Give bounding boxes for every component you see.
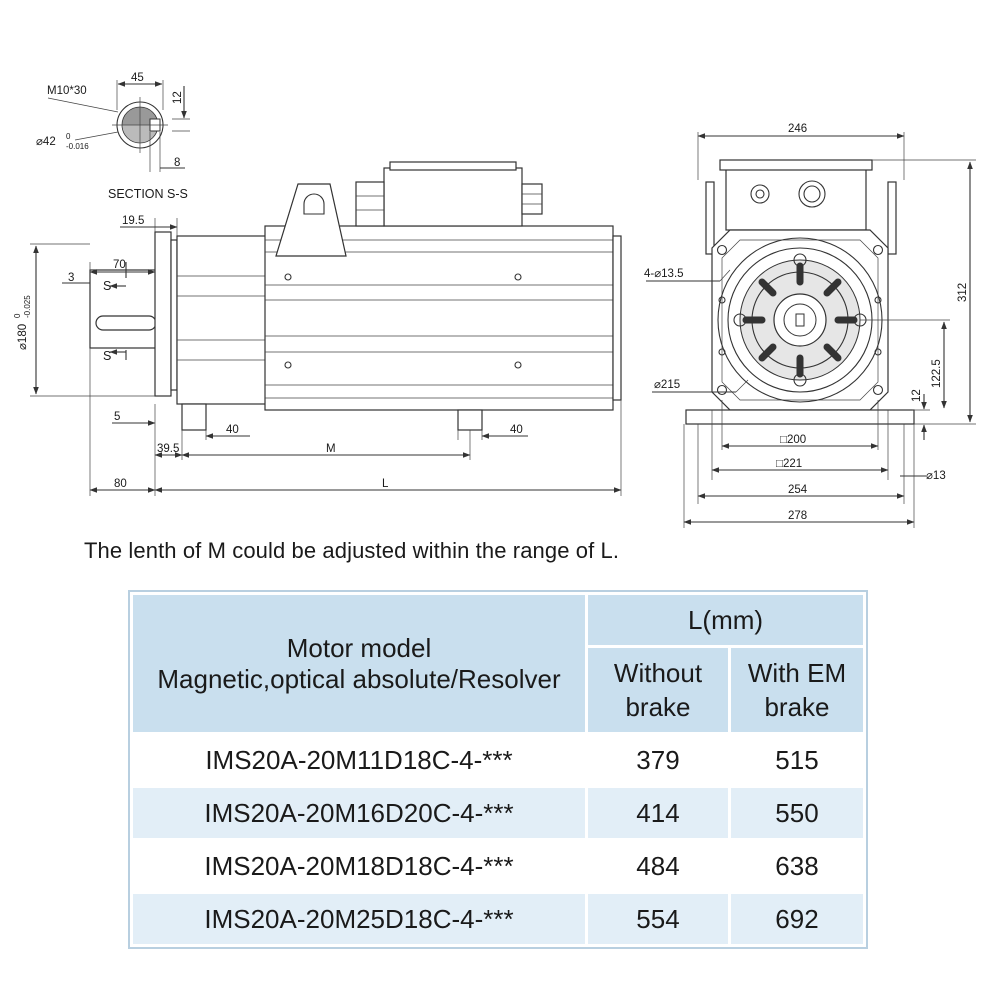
tol-lower-180: -0.025 [23, 295, 32, 318]
cell-with: 515 [728, 732, 866, 788]
tol-upper-180: 0 [13, 313, 22, 318]
header-without-brake: Without brake [585, 645, 731, 735]
side-view: S S 19.5 70 3 ⌀180 0 -0.025 5 40 39.5 M … [13, 161, 622, 496]
dim-278: 278 [788, 510, 807, 522]
dim-12-foot: 12 [911, 389, 923, 402]
holes-label: 4-⌀13.5 [644, 268, 684, 280]
note-text: The lenth of M could be adjusted within … [84, 538, 620, 563]
dim-M: M [326, 443, 336, 455]
dim-12-key: 12 [172, 91, 184, 104]
cell-without: 414 [585, 785, 731, 841]
dim-42: ⌀42 [36, 136, 56, 148]
dim-40-right: 40 [510, 424, 523, 436]
spec-table: Motor model Magnetic,optical absolute/Re… [128, 590, 868, 949]
tol-lower-42: -0.016 [66, 142, 89, 151]
dim-5: 5 [114, 411, 120, 423]
cell-without: 484 [585, 838, 731, 894]
cell-without: 379 [585, 732, 731, 788]
section-marker-top: S [103, 279, 111, 293]
cell-with: 692 [728, 891, 866, 947]
section-marker-bottom: S [103, 349, 111, 363]
table-row: IMS20A-20M16D20C-4-*** 414 550 [130, 785, 866, 841]
dim-13: ⌀13 [926, 470, 946, 482]
section-title: SECTION S-S [108, 187, 188, 201]
header-with-brake: With EM brake [728, 645, 866, 735]
cell-model: IMS20A-20M25D18C-4-*** [130, 891, 588, 947]
cell-model: IMS20A-20M16D20C-4-*** [130, 785, 588, 841]
dim-221: □221 [776, 458, 802, 470]
dim-80: 80 [114, 478, 127, 490]
dim-246: 246 [788, 123, 807, 135]
header-without-line2: brake [625, 692, 691, 722]
tol-upper-42: 0 [66, 132, 71, 141]
dim-45: 45 [131, 72, 144, 84]
header-l-group: L(mm) [585, 592, 866, 648]
front-view: 246 312 4-⌀13.5 122.5 ⌀215 12 □200 □221 … [644, 123, 976, 528]
header-motor-model-line1: Motor model [286, 632, 432, 663]
header-without-line1: Without [613, 658, 703, 688]
cell-without: 554 [585, 891, 731, 947]
table-row: IMS20A-20M25D18C-4-*** 554 692 [130, 891, 866, 947]
dim-200: □200 [780, 434, 806, 446]
dim-215: ⌀215 [654, 379, 680, 391]
header-motor-model: Motor model Magnetic,optical absolute/Re… [130, 592, 588, 735]
dim-180: ⌀180 [17, 324, 29, 350]
dim-39-5: 39.5 [157, 443, 179, 455]
dim-40-left: 40 [226, 424, 239, 436]
dim-19-5: 19.5 [122, 215, 144, 227]
header-with-line2: brake [764, 692, 830, 722]
dim-70: 70 [113, 259, 126, 271]
dim-312: 312 [957, 283, 969, 302]
cell-model: IMS20A-20M11D18C-4-*** [130, 732, 588, 788]
thread-label: M10*30 [47, 85, 87, 97]
dim-254: 254 [788, 484, 808, 496]
cell-with: 638 [728, 838, 866, 894]
cell-model: IMS20A-20M18D18C-4-*** [130, 838, 588, 894]
dim-8: 8 [174, 157, 180, 169]
header-with-line1: With EM [747, 658, 847, 688]
table-row: IMS20A-20M18D18C-4-*** 484 638 [130, 838, 866, 894]
dim-3: 3 [68, 272, 74, 284]
table-row: IMS20A-20M11D18C-4-*** 379 515 [130, 732, 866, 788]
dim-L: L [382, 478, 389, 490]
dim-122-5: 122.5 [931, 359, 943, 388]
section-view: M10*30 45 12 ⌀42 0 -0.016 8 SECTION S-S [36, 72, 190, 201]
cell-with: 550 [728, 785, 866, 841]
header-motor-model-line2: Magnetic,optical absolute/Resolver [157, 663, 561, 694]
dimension-drawing: M10*30 45 12 ⌀42 0 -0.016 8 SECTION S-S [13, 72, 976, 528]
